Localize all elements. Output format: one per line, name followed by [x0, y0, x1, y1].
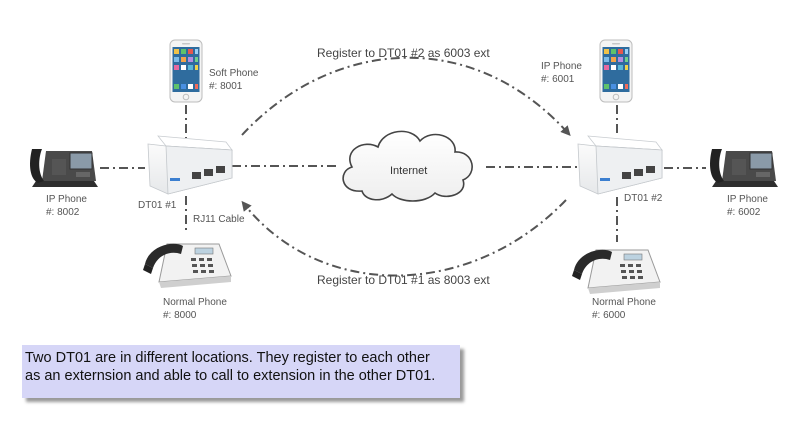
normal-phone-right-label: Normal Phone #: 6000	[592, 296, 656, 322]
ip-phone-top-right-name: IP Phone	[541, 61, 582, 72]
desk-phone-icon	[572, 249, 661, 294]
dt01-gateway-icon	[577, 135, 663, 195]
ip-phone-right-label: IP Phone #: 6002	[727, 193, 768, 219]
ip-phone-left-name: IP Phone	[46, 194, 87, 205]
ip-phone-right-number: #: 6002	[727, 207, 761, 218]
dt01-2-label: DT01 #2	[624, 193, 663, 204]
ip-phone-top-right-label: IP Phone #: 6001	[541, 60, 582, 86]
arc-register-top	[241, 56, 571, 136]
ip-phone-left-number: #: 8002	[46, 207, 80, 218]
desk-phone-icon	[143, 243, 232, 288]
internet-label: Internet	[390, 165, 428, 177]
normal-phone-left-number: #: 8000	[163, 310, 197, 321]
caption-line-2: as an externsion and able to call to ext…	[25, 368, 436, 384]
arc-label-top: Register to DT01 #2 as 6003 ext	[317, 46, 490, 60]
soft-phone-name: Soft Phone	[209, 68, 259, 79]
arc-label-bottom: Register to DT01 #1 as 8003 ext	[317, 273, 490, 287]
dt01-1-label: DT01 #1	[138, 200, 177, 211]
ip-phone-left-label: IP Phone #: 8002	[46, 193, 87, 219]
ip-phone-top-right-number: #: 6001	[541, 74, 575, 85]
soft-phone-label: Soft Phone #: 8001	[209, 67, 258, 93]
connection-lines	[100, 56, 706, 277]
smartphone-icon	[599, 39, 633, 103]
caption-line-1: Two DT01 are in different locations. The…	[25, 350, 430, 366]
ip-phone-icon	[710, 149, 778, 187]
ip-phone-right-name: IP Phone	[727, 194, 768, 205]
normal-phone-left-name: Normal Phone	[163, 297, 227, 308]
internet-cloud-icon	[342, 130, 473, 202]
arc-register-bottom	[241, 199, 567, 277]
normal-phone-left-label: Normal Phone #: 8000	[163, 296, 227, 322]
smartphone-icon	[169, 39, 203, 103]
ip-phone-icon	[30, 149, 98, 187]
soft-phone-number: #: 8001	[209, 81, 243, 92]
rj11-cable-label: RJ11 Cable	[193, 214, 245, 225]
dt01-gateway-icon	[147, 135, 233, 195]
normal-phone-right-number: #: 6000	[592, 310, 626, 321]
normal-phone-right-name: Normal Phone	[592, 297, 656, 308]
caption-box: Two DT01 are in different locations. The…	[22, 345, 460, 398]
